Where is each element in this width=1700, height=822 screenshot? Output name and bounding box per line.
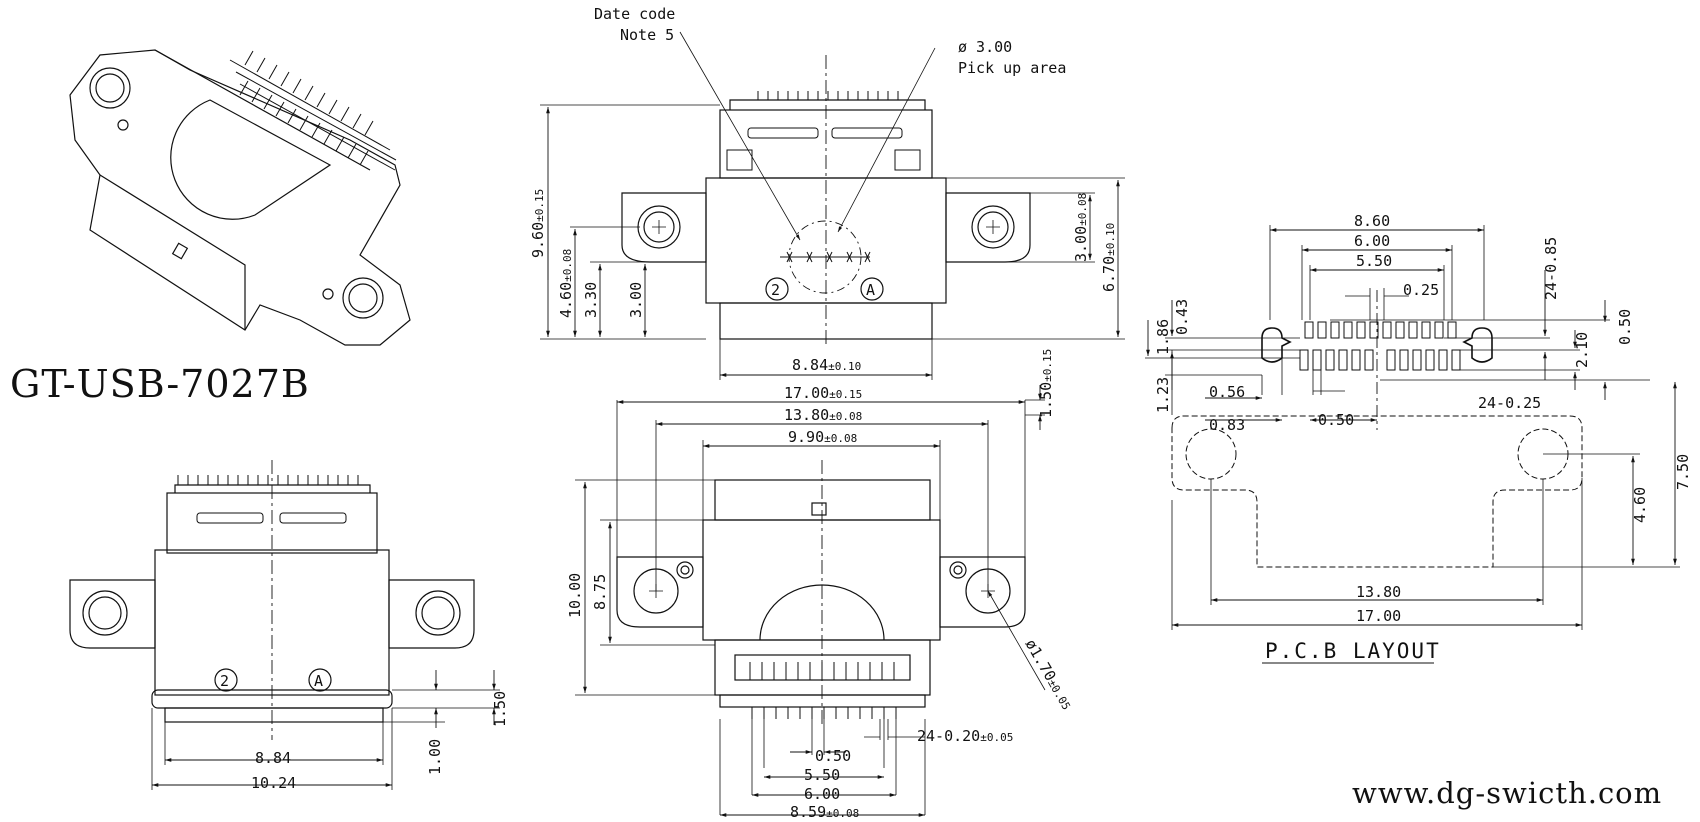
side-marker-a: A [314,672,323,690]
pcb-dim-1700: 17.00 [1356,607,1401,625]
top-marker-2: 2 [771,281,780,299]
front-dim-859: 8.59±0.08 [790,803,859,821]
part-number-title: GT-USB-7027B [10,362,310,406]
side-dim-100: 1.00 [426,739,444,775]
front-dim-990: 9.90±0.08 [788,428,857,446]
pcb-dim-24-025: 24-0.25 [1478,394,1541,412]
top-view [540,31,1125,380]
top-marker-a: A [866,281,875,299]
pcb-layout-label: P.C.B LAYOUT [1265,639,1441,663]
top-dim-300: 3.00 [627,282,645,318]
front-dim-875: 8.75 [591,574,609,610]
pcb-dim-460: 4.60 [1631,487,1649,523]
note-pickup-area: Pick up area [958,59,1066,77]
front-view [575,385,1046,817]
front-dim-pins: 24-0.20±0.05 [917,727,1013,745]
top-dim-right-height: 6.70±0.10 [1100,223,1118,292]
note-pickup-diameter: ø 3.00 [958,38,1012,56]
top-dim-height: 9.60±0.15 [529,189,547,258]
note-5: Note 5 [620,26,674,44]
pcb-dim-123: 1.23 [1154,377,1172,413]
top-dim-ear-height: 4.60±0.08 [557,249,575,318]
top-dim-330: 3.30 [582,282,600,318]
front-dim-1700: 17.00±0.15 [784,384,862,402]
top-dim-hole: 3.00±0.08 [1072,193,1090,262]
pcb-dim-186: 1.86 [1154,319,1172,355]
front-dim-550: 5.50 [804,766,840,784]
front-dim-600: 6.00 [804,785,840,803]
front-dim-050: 0.50 [815,747,851,765]
pcb-dim-1380: 13.80 [1356,583,1401,601]
side-dim-150: 1.50 [491,691,509,727]
front-dim-1380: 13.80±0.08 [784,406,862,424]
pcb-dim-050a: 0.50 [1318,411,1354,429]
top-dim-width: 8.84±0.10 [792,356,861,374]
pcb-dim-600: 6.00 [1354,232,1390,250]
front-dim-1000: 10.00 [566,573,584,618]
side-dim-1024: 10.24 [251,774,296,792]
side-view [69,460,500,790]
note-date-code: Date code [594,5,675,23]
front-dim-hole: ø1.70±0.05 [1022,636,1077,713]
pcb-dim-050b: 0.50 [1616,309,1634,345]
pcb-layout-view [1145,225,1680,664]
pcb-dim-210: 2.10 [1573,332,1591,368]
pcb-dim-550: 5.50 [1356,252,1392,270]
pcb-dim-083: 0.83 [1209,416,1245,434]
pcb-dim-24-085: 24-0.85 [1542,237,1560,300]
side-marker-2: 2 [220,672,229,690]
side-dim-884: 8.84 [255,749,291,767]
pcb-dim-056: 0.56 [1209,383,1245,401]
pcb-dim-043: 0.43 [1173,299,1191,335]
isometric-view [69,49,411,346]
website-url: www.dg-swicth.com [1352,776,1663,810]
pcb-dim-025: 0.25 [1403,281,1439,299]
pcb-dim-860: 8.60 [1354,212,1390,230]
front-dim-side-150: 1.50±0.15 [1037,349,1055,418]
pcb-dim-750: 7.50 [1674,454,1692,490]
